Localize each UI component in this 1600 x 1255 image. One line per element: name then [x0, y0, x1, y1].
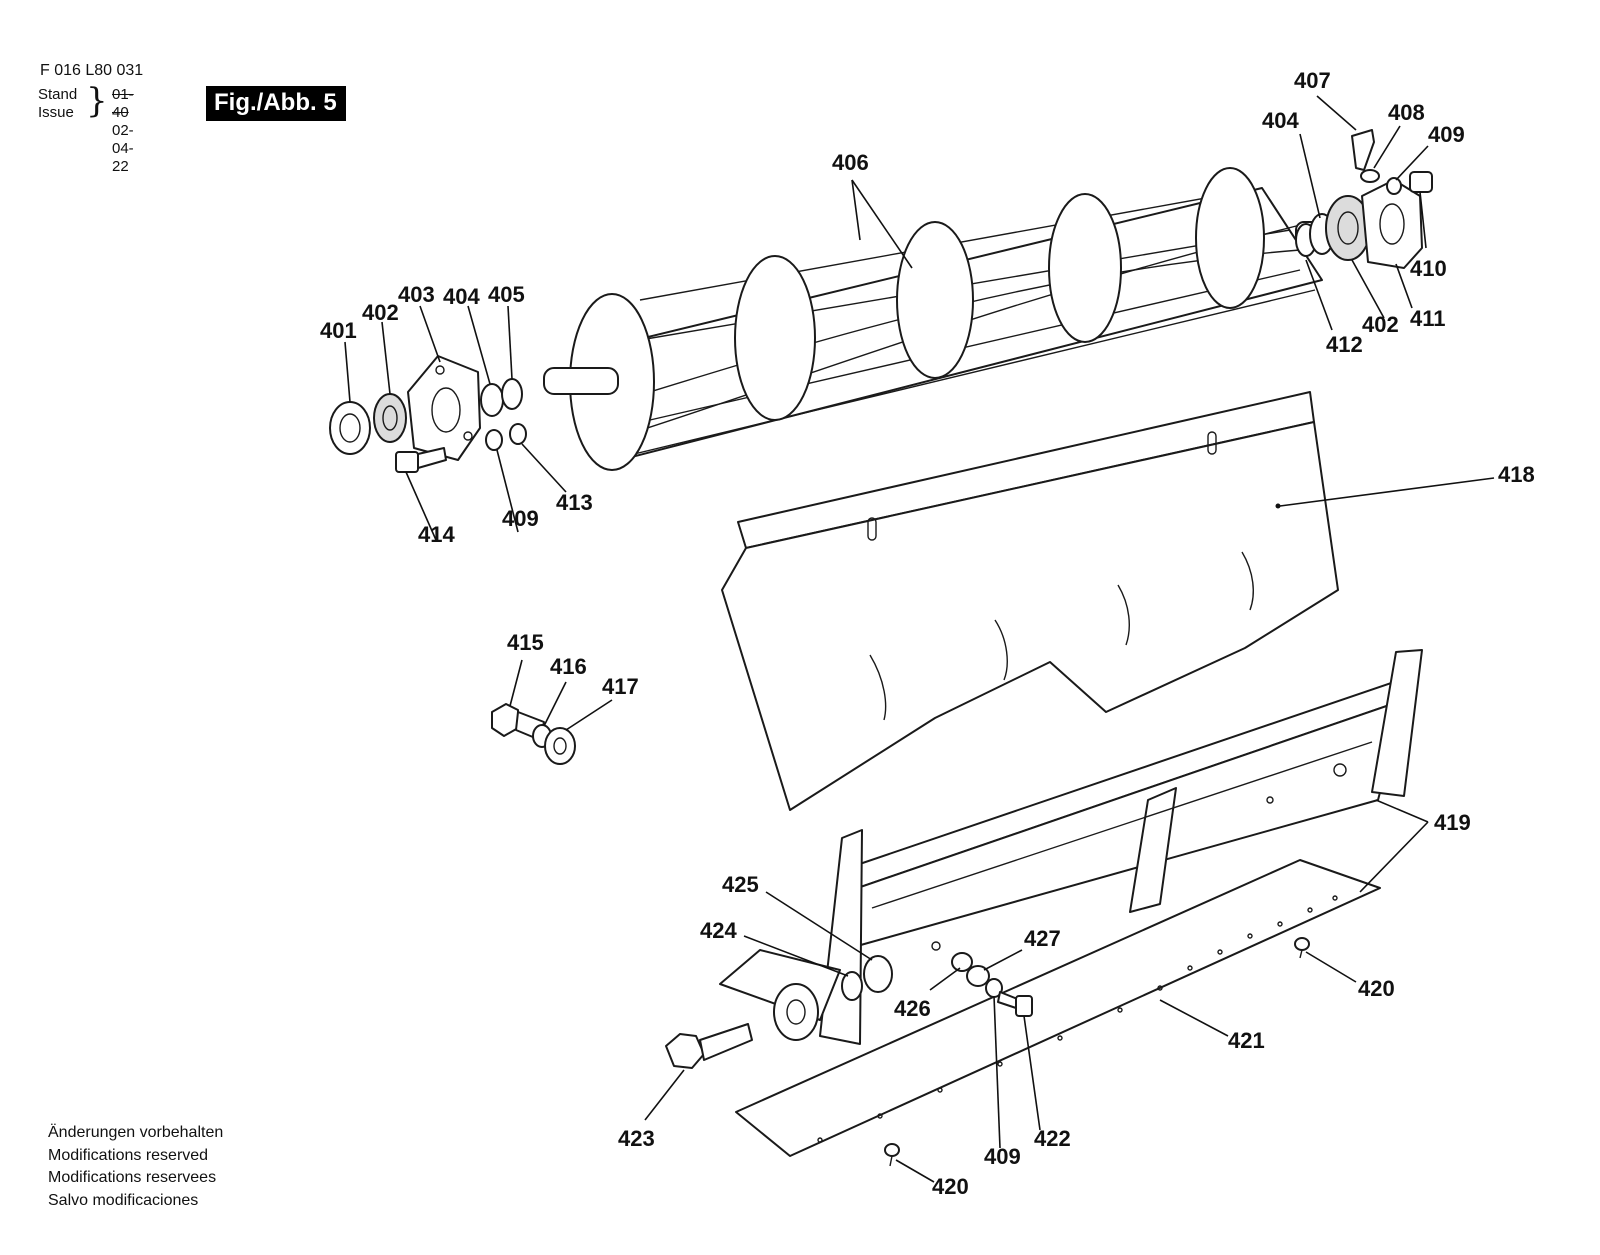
stand-label: Stand: [38, 86, 78, 103]
reel-spider-disc: [1195, 167, 1265, 309]
callout-405: 405: [488, 282, 525, 307]
callout-411: 411: [1410, 306, 1446, 331]
washer-409: [485, 429, 503, 451]
frame-left-arm: [819, 829, 863, 1045]
callout-419: 419: [1434, 810, 1471, 835]
callout-416: 416: [550, 654, 587, 679]
bolt-head-414: [395, 451, 419, 473]
notice-line-fr: Modifications reservees: [48, 1169, 217, 1186]
callout-409-right: 409: [1428, 122, 1465, 147]
bolt-shank-423: [699, 1023, 753, 1061]
washer-427: [966, 965, 990, 987]
bearing-402: [373, 393, 407, 443]
reel-cylinder: [543, 167, 1331, 471]
bed-knife-blade: [735, 859, 1381, 1157]
cover-plate-panel: [721, 421, 1339, 811]
callout-420-bottom: 420: [932, 1174, 969, 1199]
callout-415: 415: [507, 630, 544, 655]
washer-426: [951, 952, 973, 972]
frame-center-rib: [1129, 787, 1177, 913]
reel-shaft-end: [543, 367, 619, 395]
callout-402-right: 402: [1362, 312, 1399, 337]
callout-424: 424: [700, 918, 737, 943]
bolt-shank-414: [417, 447, 447, 469]
screw-420-top: [1294, 937, 1310, 951]
callout-406: 406: [832, 150, 869, 175]
screw-407: [1351, 129, 1375, 171]
notice-line-en: Modifications reserved: [48, 1146, 209, 1164]
callout-409-bottom: 409: [984, 1144, 1021, 1169]
issue-date: 02-04-22: [112, 122, 134, 175]
leader-lines: [344, 95, 1495, 1183]
old-issue-date: 01-40: [112, 86, 134, 121]
notice-line-de: Änderungen vorbehalten: [48, 1124, 224, 1141]
callout-410: 410: [1410, 256, 1447, 281]
callout-402: 402: [362, 300, 399, 325]
reel-spider-disc: [896, 221, 974, 379]
callout-404: 404: [443, 284, 480, 309]
callout-418: 418: [1498, 462, 1535, 487]
bolt-head-422: [1015, 995, 1033, 1017]
right-bearing-assembly: [1295, 129, 1433, 269]
callout-407: 407: [1294, 68, 1331, 93]
document-code: F 016 L80 031: [40, 62, 144, 79]
callout-413: 413: [556, 490, 593, 515]
callout-414: 414: [418, 522, 455, 547]
callout-420-right: 420: [1358, 976, 1395, 1001]
callout-labels: 401 402 403 404 405 406 407 404 408 409 …: [320, 68, 1535, 1199]
bolt-set-415-417: [491, 703, 576, 765]
washer-409-right: [1386, 177, 1402, 195]
callout-404-right: 404: [1262, 108, 1299, 133]
callout-417: 417: [602, 674, 639, 699]
screw-420-bottom: [884, 1143, 900, 1157]
fasteners: [665, 937, 1310, 1167]
brace-glyph: }: [86, 81, 108, 121]
nut-413: [509, 423, 527, 445]
washer-417: [544, 727, 576, 765]
callout-423: 423: [618, 1126, 655, 1151]
modification-notice: Änderungen vorbehalten Modifications res…: [48, 1122, 223, 1212]
washer-424: [841, 971, 863, 1001]
washer-405: [501, 378, 523, 410]
issue-label: Issue: [38, 104, 74, 121]
bed-knife: [735, 859, 1381, 1157]
callout-401: 401: [320, 318, 357, 343]
reel-spider-disc: [1048, 193, 1122, 343]
left-bearing-assembly: [329, 355, 527, 473]
bottom-frame: [719, 649, 1423, 1045]
cover-plate: [721, 391, 1339, 811]
callout-422: 422: [1034, 1126, 1071, 1151]
reel-spider-disc: [734, 255, 816, 421]
callout-408: 408: [1388, 100, 1425, 125]
frame-right-arm: [1371, 649, 1423, 797]
bolt-head-415: [491, 703, 519, 737]
frame-pivot-boss: [773, 983, 819, 1041]
notice-line-es: Salvo modificaciones: [48, 1191, 199, 1209]
figure-label: Fig./Abb. 5: [206, 86, 346, 121]
callout-425: 425: [722, 872, 759, 897]
washer-404: [480, 383, 504, 417]
bolt-410: [1409, 171, 1433, 193]
callout-409-left: 409: [502, 506, 539, 531]
washer-408: [1360, 169, 1380, 183]
callout-403: 403: [398, 282, 435, 307]
end-cap-401: [329, 401, 371, 455]
callout-427: 427: [1024, 926, 1061, 951]
callout-412: 412: [1326, 332, 1363, 357]
bolt-head-423: [665, 1033, 705, 1069]
callout-421: 421: [1228, 1028, 1265, 1053]
nut-425: [863, 955, 893, 993]
callout-426: 426: [894, 996, 931, 1021]
